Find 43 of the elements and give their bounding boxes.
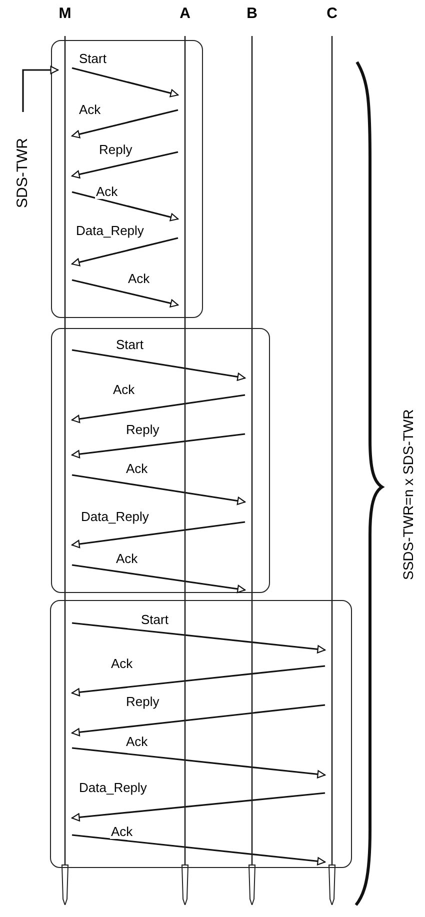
message-label: Ack (127, 272, 151, 286)
arrow (72, 474, 246, 505)
message-label: Ack (95, 185, 119, 199)
lifeline: B (245, 6, 259, 905)
brace-label: SSDS-TWR=n x SDS-TWR (399, 408, 417, 582)
arrow (72, 622, 326, 654)
arrow (72, 67, 179, 98)
message-label: Data_Reply (80, 510, 150, 524)
arrow (72, 564, 246, 594)
arrow (72, 279, 179, 308)
message-label: Ack (110, 657, 134, 671)
lifeline: A (178, 6, 192, 905)
arrow (72, 191, 179, 222)
message-label: Reply (125, 423, 160, 437)
arrow (71, 151, 178, 178)
arrow (71, 433, 246, 458)
arrow (22, 66, 59, 112)
arrow (71, 704, 326, 736)
arrow (71, 665, 326, 696)
arrow (71, 109, 178, 138)
arrow (72, 349, 246, 381)
arrow (71, 792, 326, 822)
message-label: Start (78, 52, 108, 66)
arrow (72, 834, 326, 866)
arrow (71, 521, 246, 548)
message-label: Ack (115, 552, 139, 566)
message-label: Ack (125, 462, 149, 476)
message-label: Ack (78, 103, 102, 117)
message-label: Ack (125, 735, 149, 749)
arrow (72, 747, 326, 778)
message-label: Ack (110, 825, 134, 839)
message-label: Data_Reply (75, 224, 145, 238)
message-label: Start (115, 338, 144, 352)
message-label: Reply (125, 695, 160, 709)
lifeline: M (58, 6, 72, 905)
side-label: SDS-TWR (14, 112, 32, 234)
message-label: Data_Reply (78, 781, 148, 795)
message-label: Reply (98, 143, 134, 157)
arrow (71, 237, 178, 266)
lifeline: C (325, 6, 339, 905)
message-label: Start (140, 613, 170, 627)
arrow (71, 394, 246, 424)
message-label: Ack (112, 383, 136, 397)
